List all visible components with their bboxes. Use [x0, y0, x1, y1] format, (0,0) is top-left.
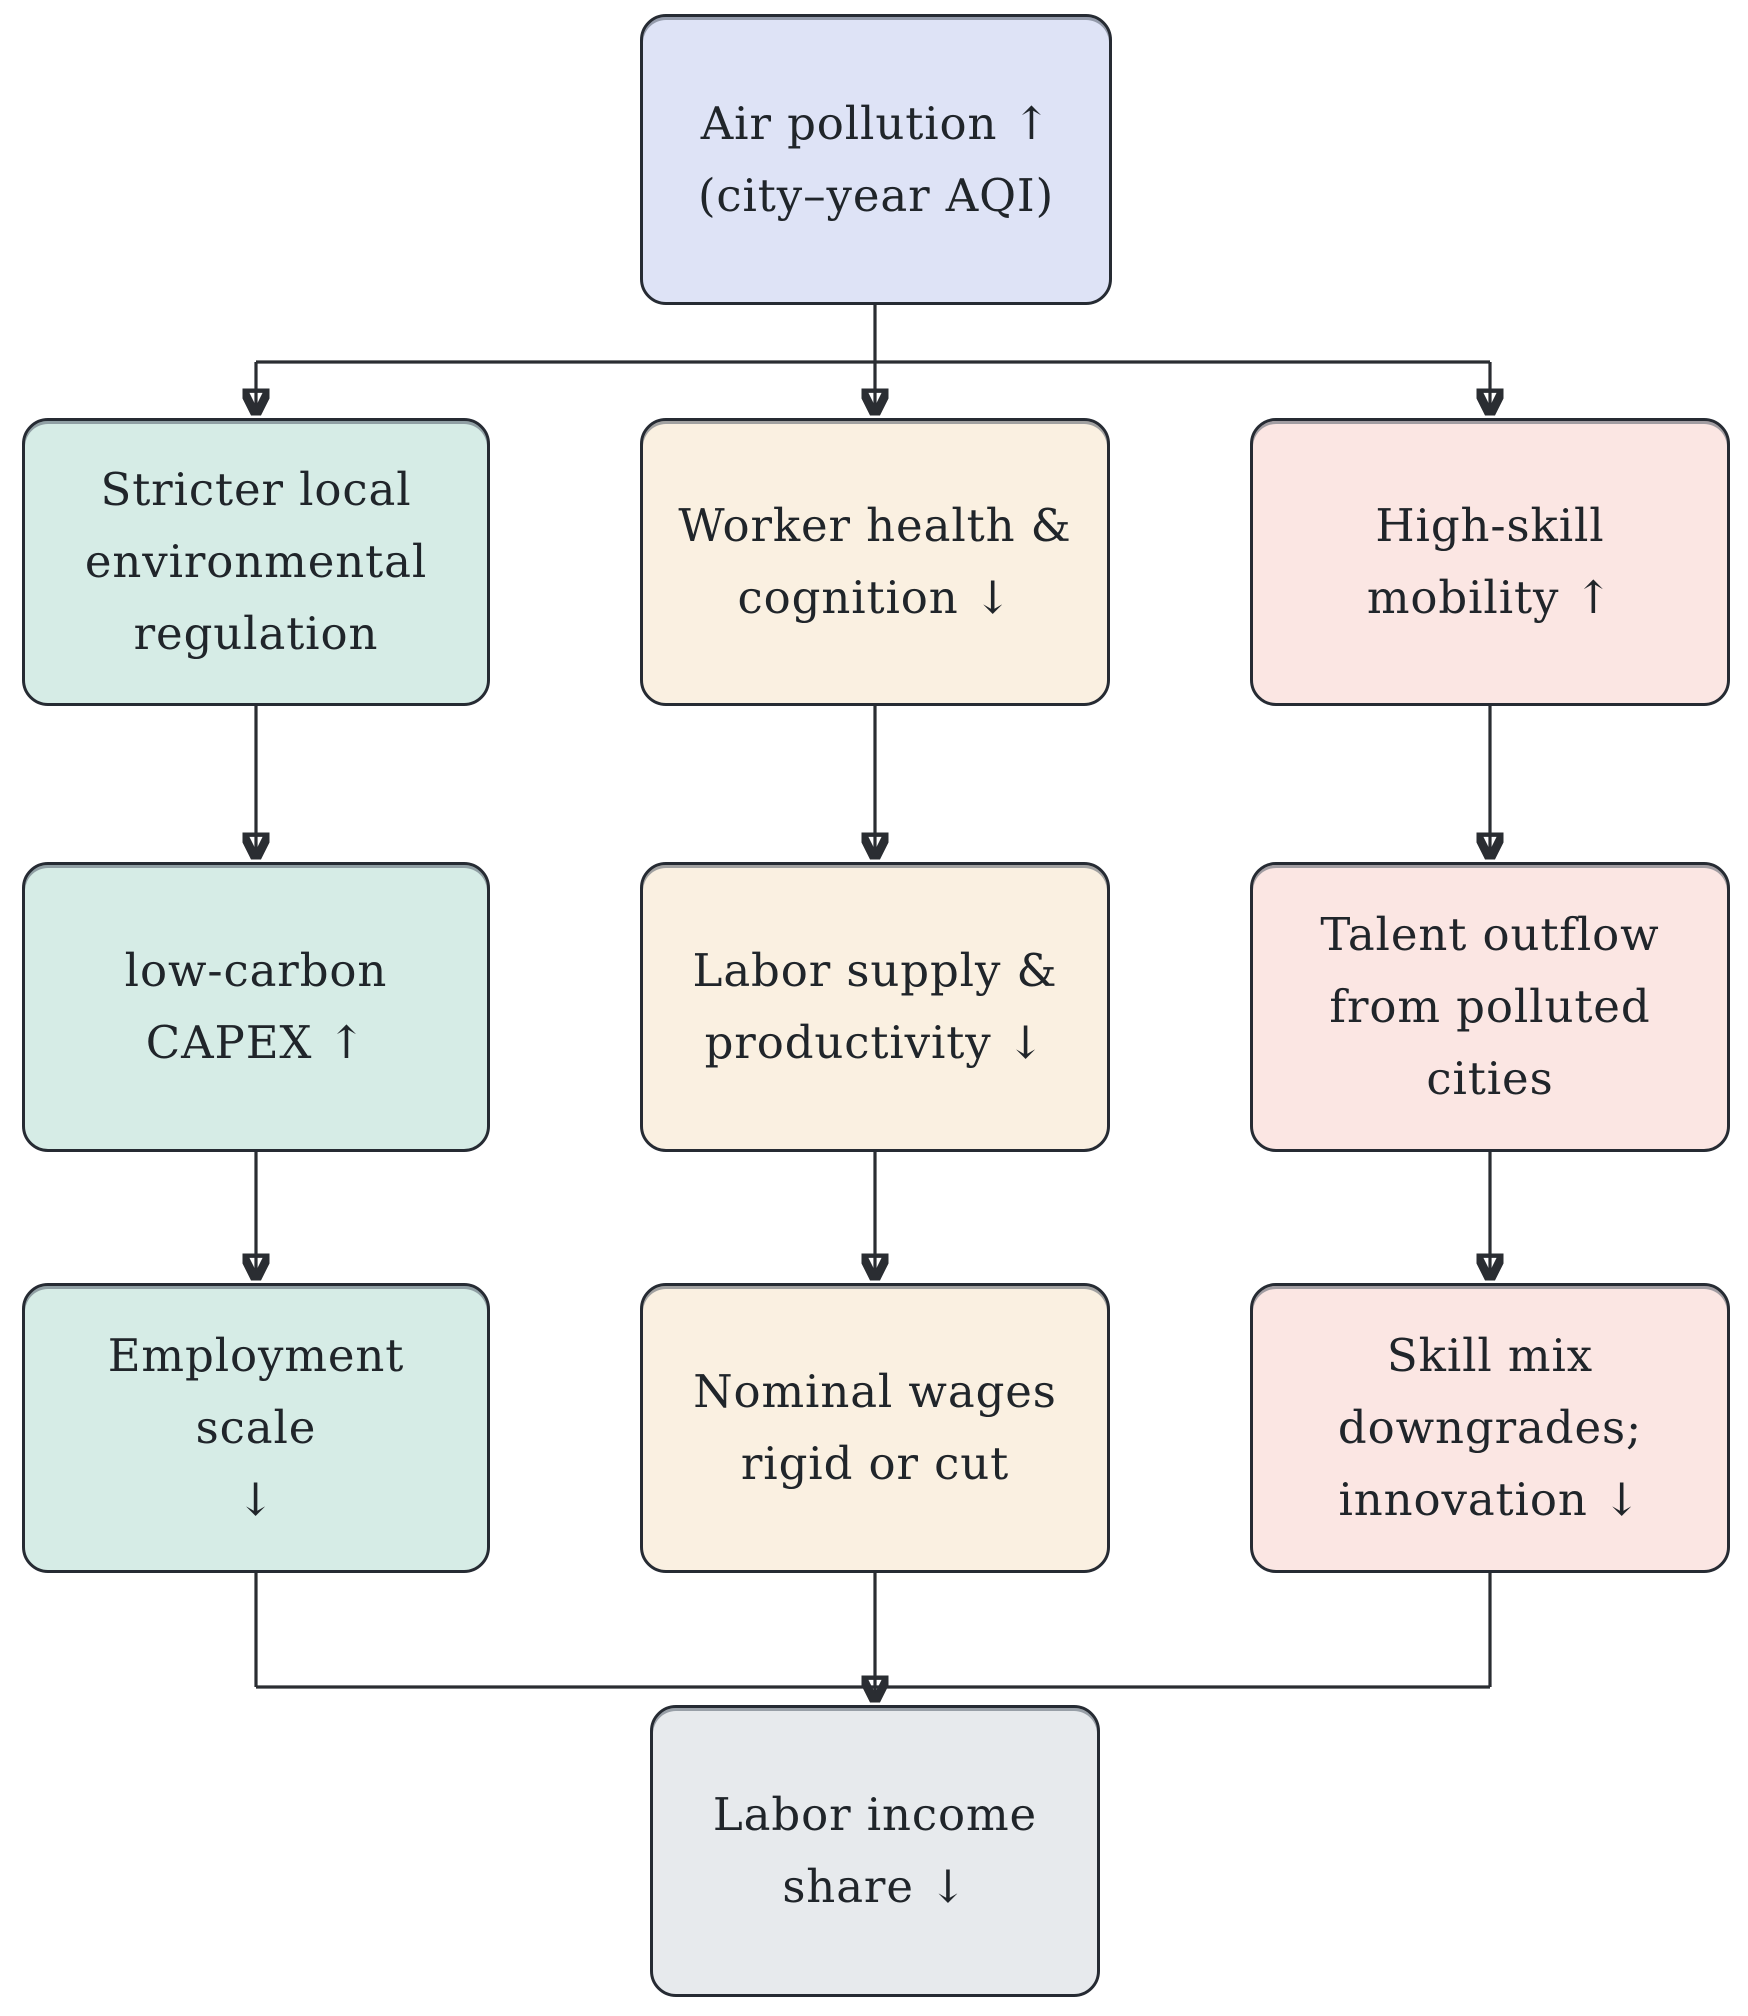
node-air-pollution: Air pollution ↑ (city–year AQI) [640, 14, 1112, 305]
node-nominal-wages: Nominal wages rigid or cut [640, 1283, 1110, 1573]
node-employment-scale-label: Employment scale ↓ [107, 1329, 405, 1526]
node-worker-health: Worker health & cognition ↓ [640, 418, 1110, 706]
node-talent-outflow-label: Talent outflow from polluted cities [1320, 908, 1660, 1105]
node-labor-supply: Labor supply & productivity ↓ [640, 862, 1110, 1152]
node-skill-mix: Skill mix downgrades; innovation ↓ [1250, 1283, 1730, 1573]
node-low-carbon-capex: low-carbon CAPEX ↑ [22, 862, 490, 1152]
node-labor-income-share-label: Labor income share ↓ [712, 1788, 1038, 1913]
node-skill-mix-label: Skill mix downgrades; innovation ↓ [1337, 1329, 1643, 1526]
node-labor-income-share: Labor income share ↓ [650, 1705, 1100, 1997]
node-employment-scale: Employment scale ↓ [22, 1283, 490, 1573]
node-worker-health-label: Worker health & cognition ↓ [678, 499, 1072, 624]
node-high-skill-mobility-label: High-skill mobility ↑ [1366, 499, 1614, 624]
node-nominal-wages-label: Nominal wages rigid or cut [693, 1365, 1057, 1490]
node-labor-supply-label: Labor supply & productivity ↓ [692, 944, 1058, 1069]
node-high-skill-mobility: High-skill mobility ↑ [1250, 418, 1730, 706]
node-stricter-regulation-label: Stricter local environmental regulation [84, 463, 428, 660]
node-talent-outflow: Talent outflow from polluted cities [1250, 862, 1730, 1152]
node-low-carbon-capex-label: low-carbon CAPEX ↑ [124, 944, 388, 1069]
node-stricter-regulation: Stricter local environmental regulation [22, 418, 490, 706]
node-air-pollution-label: Air pollution ↑ (city–year AQI) [697, 96, 1055, 222]
